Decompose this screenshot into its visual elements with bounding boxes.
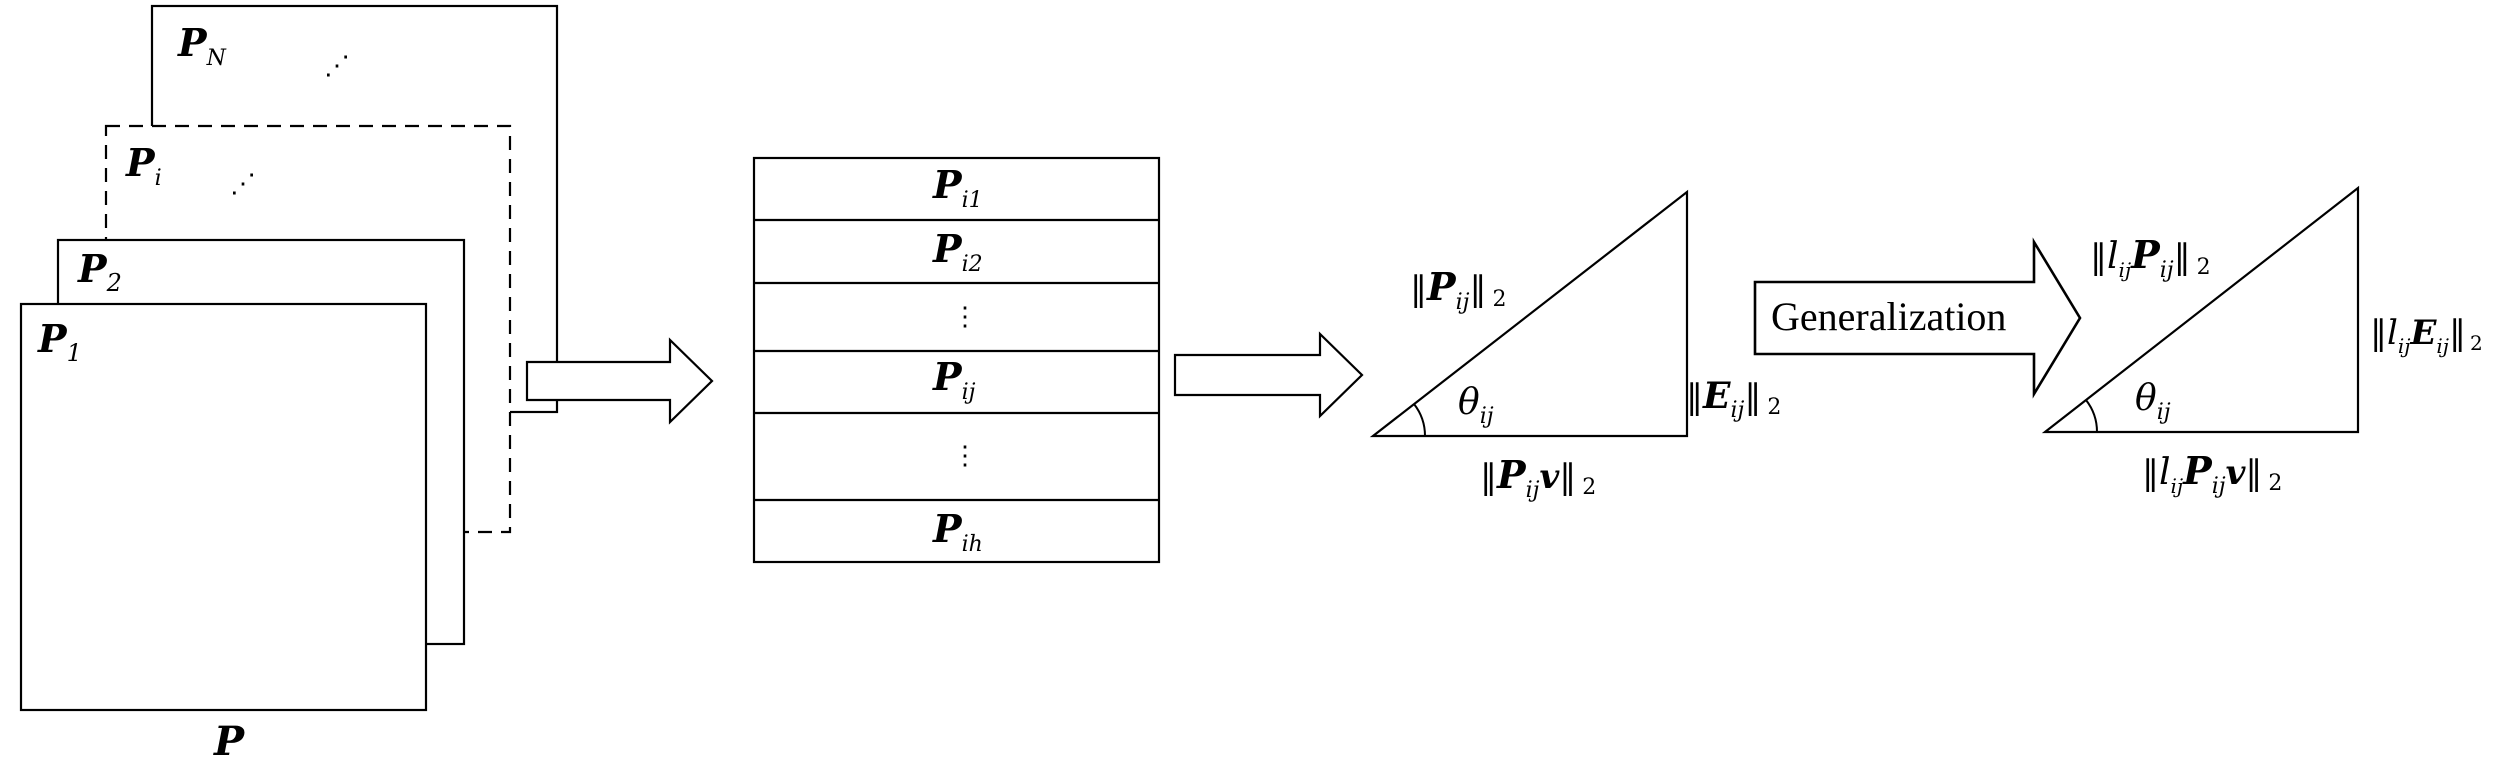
row-vertical-dots: ⋮ [952,441,978,471]
row-column [752,156,1161,564]
arrow-icon-right-2 [1173,331,1364,419]
triangle-2 [2041,185,2360,434]
generalization-arrow-icon [1753,237,2082,399]
generalization-label: Generalization [1771,294,2006,339]
matrix-stack [19,4,559,712]
matrix-P-N-label: PN [177,20,227,71]
row-vertical-dots: ⋮ [952,302,978,332]
triangle-2-hypotenuse-label: ‖lijPij‖2 [2090,232,2211,283]
triangle-1-hypotenuse-label: ‖Pij‖2 [1410,264,1506,315]
matrix-P-N-dots: ⋰ [324,51,350,81]
stack-caption: P [213,718,246,765]
row-P-i2: Pi2 [932,226,983,277]
matrix-P-1-label: P1 [37,316,82,367]
triangle-1-side-label: ‖Eij‖2 [1686,375,1781,423]
matrix-P-1-frame [19,302,428,712]
matrix-P-i-dots: ⋰ [230,169,256,199]
matrix-P-i-label: Pi [125,140,162,191]
triangle-2-side-label: ‖lijEij‖2 [2370,313,2483,358]
angle-arc-2 [2085,399,2098,433]
triangle-2-bottom-label: ‖lijPijv‖2 [2142,448,2282,499]
arrow-icon-right-1 [525,337,714,425]
angle-arc-1 [1413,403,1426,437]
row-P-i1: Pi1 [932,162,983,213]
triangle-2-angle-label: θij [2135,378,2171,425]
triangle-1-angle-label: θij [1458,382,1494,429]
row-P-ih: Pih [932,506,983,557]
row-P-ij: Pij [932,354,976,405]
matrix-P-2-label: P2 [77,246,122,297]
row-column-frame [752,156,1161,564]
triangle-1-bottom-label: ‖Pijv‖2 [1480,452,1596,503]
triangle-1 [1369,189,1689,438]
